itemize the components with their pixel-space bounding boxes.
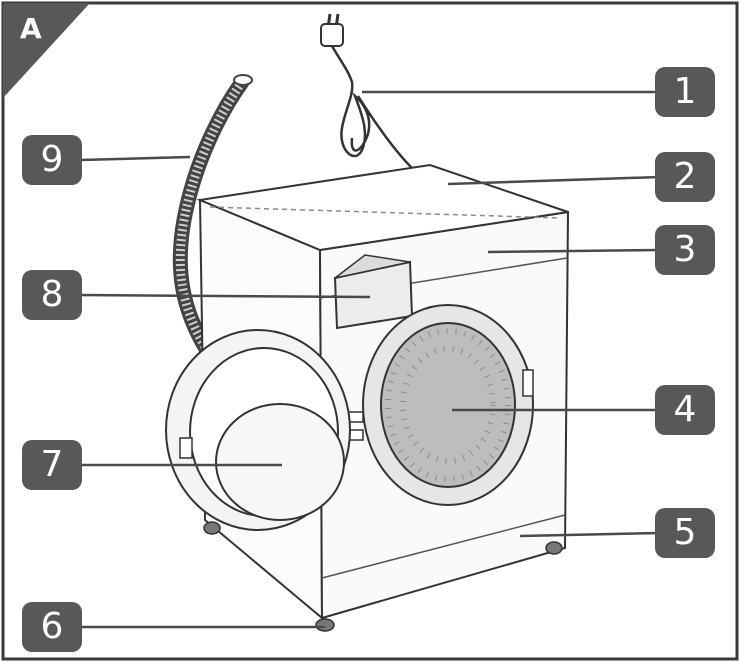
- callout-5: 5: [655, 508, 715, 558]
- leader-line-2: [448, 177, 660, 184]
- callout-9: 9: [22, 135, 82, 185]
- callout-8: 8: [22, 270, 82, 320]
- callout-2: 2: [655, 152, 715, 202]
- door-glass: [216, 404, 344, 520]
- callout-3: 3: [655, 225, 715, 275]
- callout-1: 1: [655, 67, 715, 117]
- callout-7: 7: [22, 440, 82, 490]
- drain-hose-end: [234, 75, 252, 85]
- corner-tab: [3, 3, 90, 98]
- foot: [546, 542, 562, 554]
- figure-letter: A: [20, 14, 42, 44]
- door-lock: [523, 370, 533, 396]
- adjustable-foot: [316, 619, 334, 631]
- foot: [204, 522, 220, 534]
- callout-6: 6: [22, 602, 82, 652]
- power-cable: [332, 46, 412, 168]
- leader-line-9: [80, 157, 190, 160]
- power-plug: [321, 24, 343, 46]
- callout-4: 4: [655, 385, 715, 435]
- door-handle: [180, 438, 192, 458]
